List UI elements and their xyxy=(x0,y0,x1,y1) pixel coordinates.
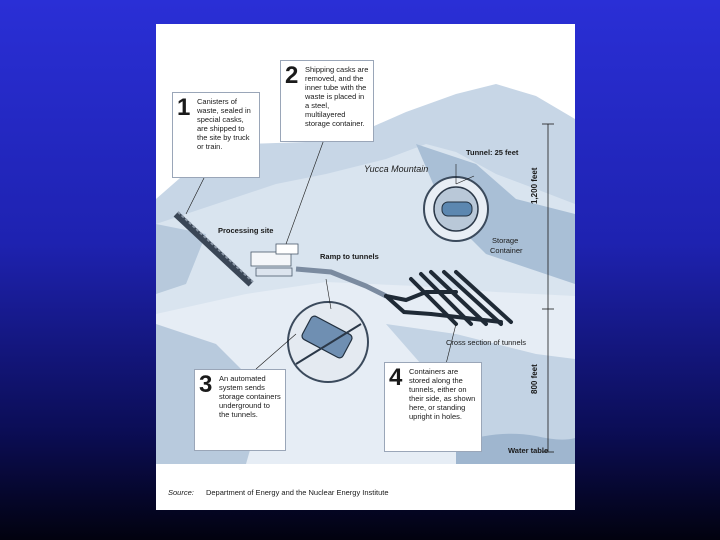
cross-section-label: Cross section of tunnels xyxy=(446,338,526,347)
callout-2: 2 Shipping casks are removed, and the in… xyxy=(280,60,374,142)
tunnel-size-label: Tunnel: 25 feet xyxy=(466,148,518,157)
callout-3: 3 An automated system sends storage cont… xyxy=(194,369,286,451)
callout-1-number: 1 xyxy=(177,95,190,121)
processing-site-label: Processing site xyxy=(218,226,273,235)
callout-3-number: 3 xyxy=(199,372,212,398)
yucca-mountain-label: Yucca Mountain xyxy=(364,164,428,174)
source-credit: Source: Department of Energy and the Nuc… xyxy=(168,488,389,497)
ramp-label: Ramp to tunnels xyxy=(320,252,379,261)
callout-3-text: An automated system sends storage contai… xyxy=(219,374,281,419)
callout-1: 1 Canisters of waste, sealed in special … xyxy=(172,92,260,178)
water-table-label: Water table xyxy=(508,446,548,455)
callout-4: 4 Containers are stored along the tunnel… xyxy=(384,362,482,452)
source-key: Source: xyxy=(168,488,194,497)
callout-1-text: Canisters of waste, sealed in special ca… xyxy=(197,97,255,151)
callout-4-number: 4 xyxy=(389,365,402,391)
callout-2-text: Shipping casks are removed, and the inne… xyxy=(305,65,369,128)
container-label: Container xyxy=(490,246,523,255)
storage-container-detail xyxy=(424,176,488,241)
callout-4-text: Containers are stored along the tunnels,… xyxy=(409,367,477,421)
depth-upper-label: 1,200 feet xyxy=(530,168,539,204)
depth-lower-label: 800 feet xyxy=(530,364,539,394)
storage-label: Storage xyxy=(492,236,518,245)
source-text: Department of Energy and the Nuclear Ene… xyxy=(206,488,389,497)
yucca-mountain-diagram: 1 Canisters of waste, sealed in special … xyxy=(156,24,575,510)
callout-2-number: 2 xyxy=(285,63,298,89)
